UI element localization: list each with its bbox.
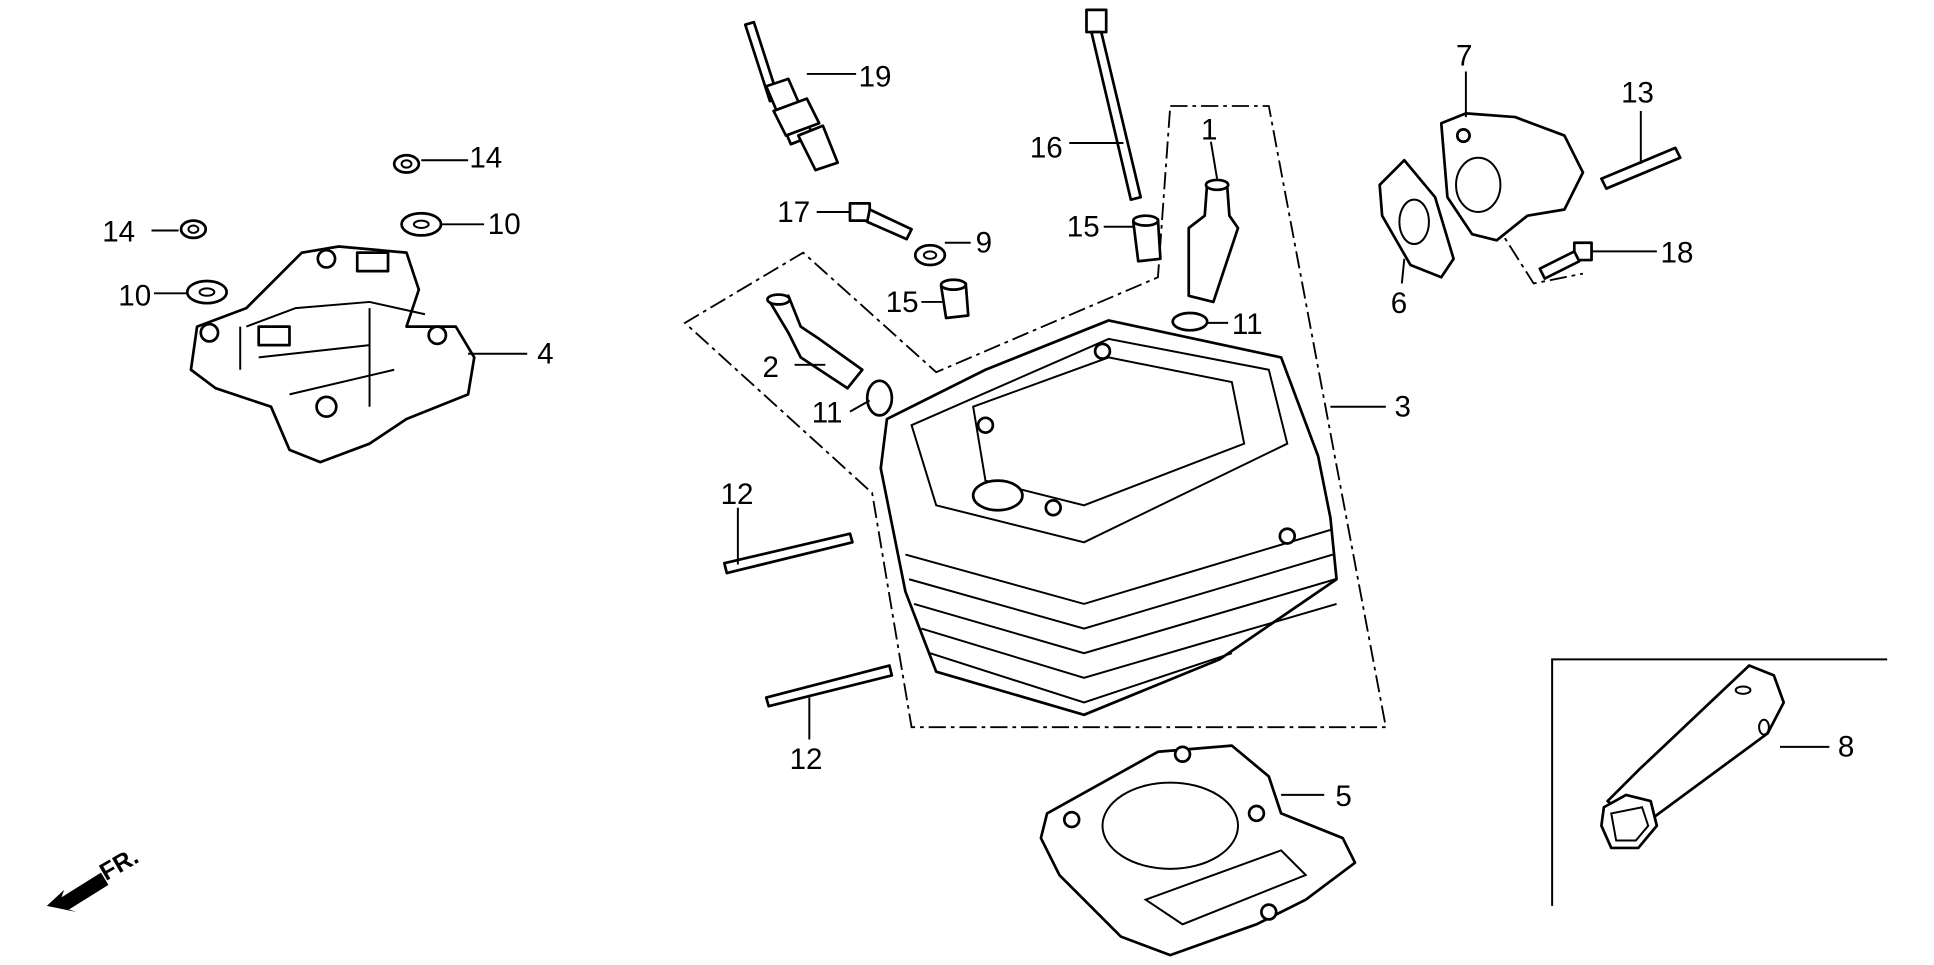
stud-12a <box>722 532 854 575</box>
bolt-18 <box>1538 241 1593 280</box>
callout-19: 19 <box>859 60 892 93</box>
assembly-boundary-intake <box>1492 218 1584 285</box>
bolt-17 <box>848 201 913 241</box>
cylinder-head <box>879 319 1338 717</box>
nut-14a <box>392 153 421 174</box>
callout-11b: 11 <box>812 397 843 430</box>
callout-15a: 15 <box>886 286 919 319</box>
callout-14a: 14 <box>469 142 502 175</box>
intake-gasket-6 <box>1378 158 1455 279</box>
callout-18: 18 <box>1661 237 1694 270</box>
callout-15b: 15 <box>1067 211 1100 244</box>
o-ring-11a <box>1171 311 1209 332</box>
callout-4: 4 <box>537 338 553 371</box>
leader-lines <box>151 71 1830 796</box>
callout-5: 5 <box>1335 780 1351 813</box>
callout-12b: 12 <box>790 743 823 776</box>
o-ring-11b <box>865 379 894 417</box>
rocker-arm-holder <box>189 245 476 464</box>
callout-3: 3 <box>1394 391 1410 424</box>
valve-guide-1 <box>1187 178 1240 304</box>
callout-17: 17 <box>777 196 810 229</box>
callout-10a: 10 <box>488 208 521 241</box>
dowel-pin-15a <box>1131 214 1162 263</box>
spark-plug-wrench <box>1600 664 1786 850</box>
stud-bolt-16 <box>1085 8 1143 202</box>
washer-10a <box>400 211 443 237</box>
nut-14b <box>179 219 208 240</box>
tool-box-frame <box>1551 658 1888 906</box>
callout-8: 8 <box>1838 731 1854 764</box>
stud-13 <box>1600 146 1682 190</box>
dowel-pin-15b <box>939 278 970 320</box>
callout-13: 13 <box>1621 76 1654 109</box>
callout-9: 9 <box>976 227 992 260</box>
callout-2: 2 <box>763 351 779 384</box>
cylinder-head-gasket <box>1039 744 1357 957</box>
callout-10b: 10 <box>118 280 151 313</box>
front-direction-arrow-icon <box>46 872 109 913</box>
callout-14b: 14 <box>102 216 135 249</box>
callout-1: 1 <box>1201 113 1217 146</box>
spark-plug <box>743 20 840 172</box>
callout-6: 6 <box>1391 287 1407 320</box>
callout-11a: 11 <box>1232 308 1263 341</box>
stud-12b <box>764 664 894 708</box>
callout-12a: 12 <box>721 478 754 511</box>
callout-7: 7 <box>1456 39 1472 72</box>
washer-9 <box>913 243 947 267</box>
intake-insulator-7 <box>1439 112 1585 242</box>
washer-10b <box>185 279 229 305</box>
valve-guide-2 <box>766 293 864 390</box>
assembly-boundary-head <box>683 105 1387 729</box>
callout-16: 16 <box>1030 132 1063 165</box>
